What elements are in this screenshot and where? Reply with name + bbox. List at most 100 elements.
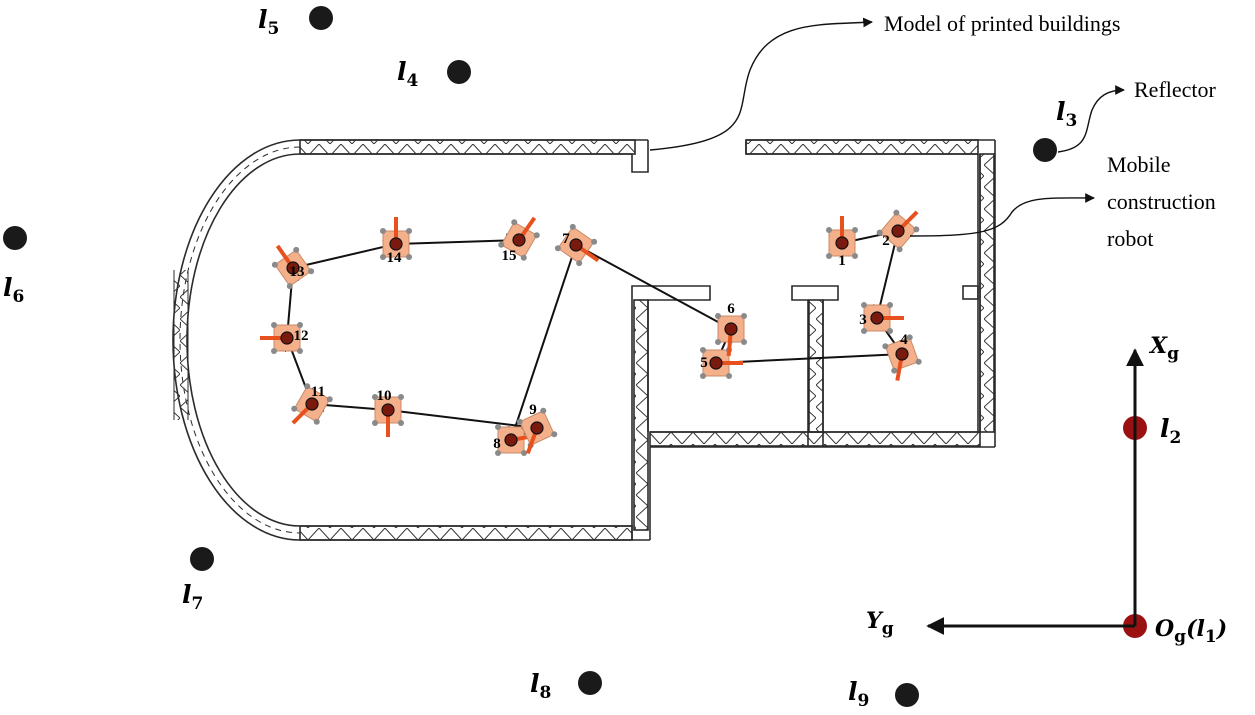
robot-center [530, 421, 544, 435]
robot-wheel [896, 246, 903, 253]
robot-wheel [271, 322, 277, 328]
callout-annotations: Model of printed buildings Reflector Mob… [649, 11, 1217, 251]
reflector-callout-text: Reflector [1134, 77, 1217, 102]
robot-wheel [313, 418, 320, 425]
robot-pose-2: 2 [876, 209, 920, 253]
origin-label: Og(l1) [1155, 616, 1227, 647]
y-axis-label: Yg [866, 608, 894, 639]
robot-center [724, 322, 738, 336]
robot-wheel [498, 241, 505, 248]
robot-wheel [569, 223, 576, 230]
robot-wheel [554, 245, 561, 252]
robot-pose-10: 10 [372, 388, 404, 437]
robot-stop-number: 13 [290, 264, 305, 280]
robot-wheel [326, 396, 333, 403]
robot-stop-number: 14 [387, 250, 403, 266]
robot-pose-11: 11 [291, 383, 333, 425]
robot-callout-text-line3: robot [1107, 226, 1153, 251]
landmark-l5-label: l5 [258, 5, 279, 39]
robot-wheel [308, 268, 315, 275]
robot-wheel [861, 302, 867, 308]
landmark-l9-label: l9 [848, 677, 869, 711]
robot-wheel [398, 394, 404, 400]
robot-center [835, 236, 849, 250]
robot-wheel [533, 232, 540, 239]
robot-wheel [887, 302, 893, 308]
robot-wheel [726, 373, 732, 379]
landmark-l6-label: l6 [3, 273, 24, 307]
robot-stop-number: 4 [900, 332, 908, 348]
robot-wheel [826, 227, 832, 233]
robot-wheel [861, 328, 867, 334]
robot-pose-12: 12 [260, 322, 309, 354]
robot-wheel [495, 450, 501, 456]
robot-wheel [297, 322, 303, 328]
robot-callout-arrow [909, 193, 1095, 237]
robot-wheel [852, 227, 858, 233]
robot-stop-number: 3 [859, 312, 867, 328]
building-callout-arrow [649, 17, 873, 151]
landmark-l4-label: l4 [397, 57, 419, 91]
robot-wheel [700, 347, 706, 353]
robot-wheel [291, 405, 298, 412]
path-segment-14-15 [395, 233, 521, 248]
robot-wheel [913, 226, 920, 233]
landmark-l7-dot [190, 547, 214, 571]
robot-wheel [406, 228, 412, 234]
robot-wheel [891, 367, 898, 374]
wall-top-right [745, 139, 995, 155]
robot-pose-13: 13 [271, 244, 315, 290]
robot-wheel [915, 358, 922, 365]
landmark-reflectors: l3 l4 l5 l6 l7 l8 l9 l2 [3, 5, 1181, 711]
robot-stop-number: 1 [838, 253, 846, 269]
robot-wheel [876, 229, 883, 236]
reflector-callout-arrow [1057, 85, 1125, 153]
path-segment-6-7 [574, 244, 732, 330]
robot-callout-text-line1: Mobile [1107, 152, 1171, 177]
landmark-l4-dot [447, 60, 471, 84]
robot-wheel [380, 228, 386, 234]
robot-pose-6: 6 [715, 301, 747, 357]
robot-wheel [741, 339, 747, 345]
robot-center [891, 224, 905, 238]
path-segment-13-14 [292, 240, 398, 269]
wall-curved-left [172, 139, 301, 541]
wall-right [962, 140, 996, 447]
robot-wheel [516, 418, 523, 425]
landmark-l6-dot [3, 226, 27, 250]
wall-partition-left [631, 285, 711, 540]
robot-pose-7: 7 [554, 223, 600, 267]
robot-wheel [520, 254, 527, 261]
robot-wheel [271, 261, 278, 268]
robot-stop-number: 2 [882, 233, 890, 249]
robot-wheel [882, 343, 889, 350]
robot-wheel [372, 394, 378, 400]
robot-pose-1: 1 [826, 216, 858, 269]
robot-wheel [495, 424, 501, 430]
wall-partition-middle [791, 285, 839, 447]
robot-wheel [576, 260, 583, 267]
wall-top-left [299, 139, 649, 173]
robot-wheel [887, 328, 893, 334]
landmark-l8-label: l8 [530, 669, 551, 703]
robot-stop-number: 5 [700, 355, 708, 371]
robot-pose-14: 14 [380, 217, 412, 266]
landmark-l3-label: l3 [1056, 97, 1077, 131]
robot-wheel [406, 254, 412, 260]
landmark-l8-dot [578, 671, 602, 695]
robot-wheel [398, 420, 404, 426]
robot-pose-4: 4 [882, 332, 922, 381]
robot-wheel [741, 313, 747, 319]
building-callout-text: Model of printed buildings [884, 11, 1120, 36]
robot-stop-number: 7 [562, 231, 570, 247]
robot-stop-number: 11 [311, 384, 325, 400]
robot-center [286, 261, 300, 275]
robot-center [381, 403, 395, 417]
landmark-l5-dot [309, 6, 333, 30]
robot-wheel [511, 219, 518, 226]
robot-stop-number: 9 [529, 402, 537, 418]
robot-wheel [715, 313, 721, 319]
landmark-l2-label: l2 [1160, 414, 1181, 448]
robot-wheel [826, 253, 832, 259]
